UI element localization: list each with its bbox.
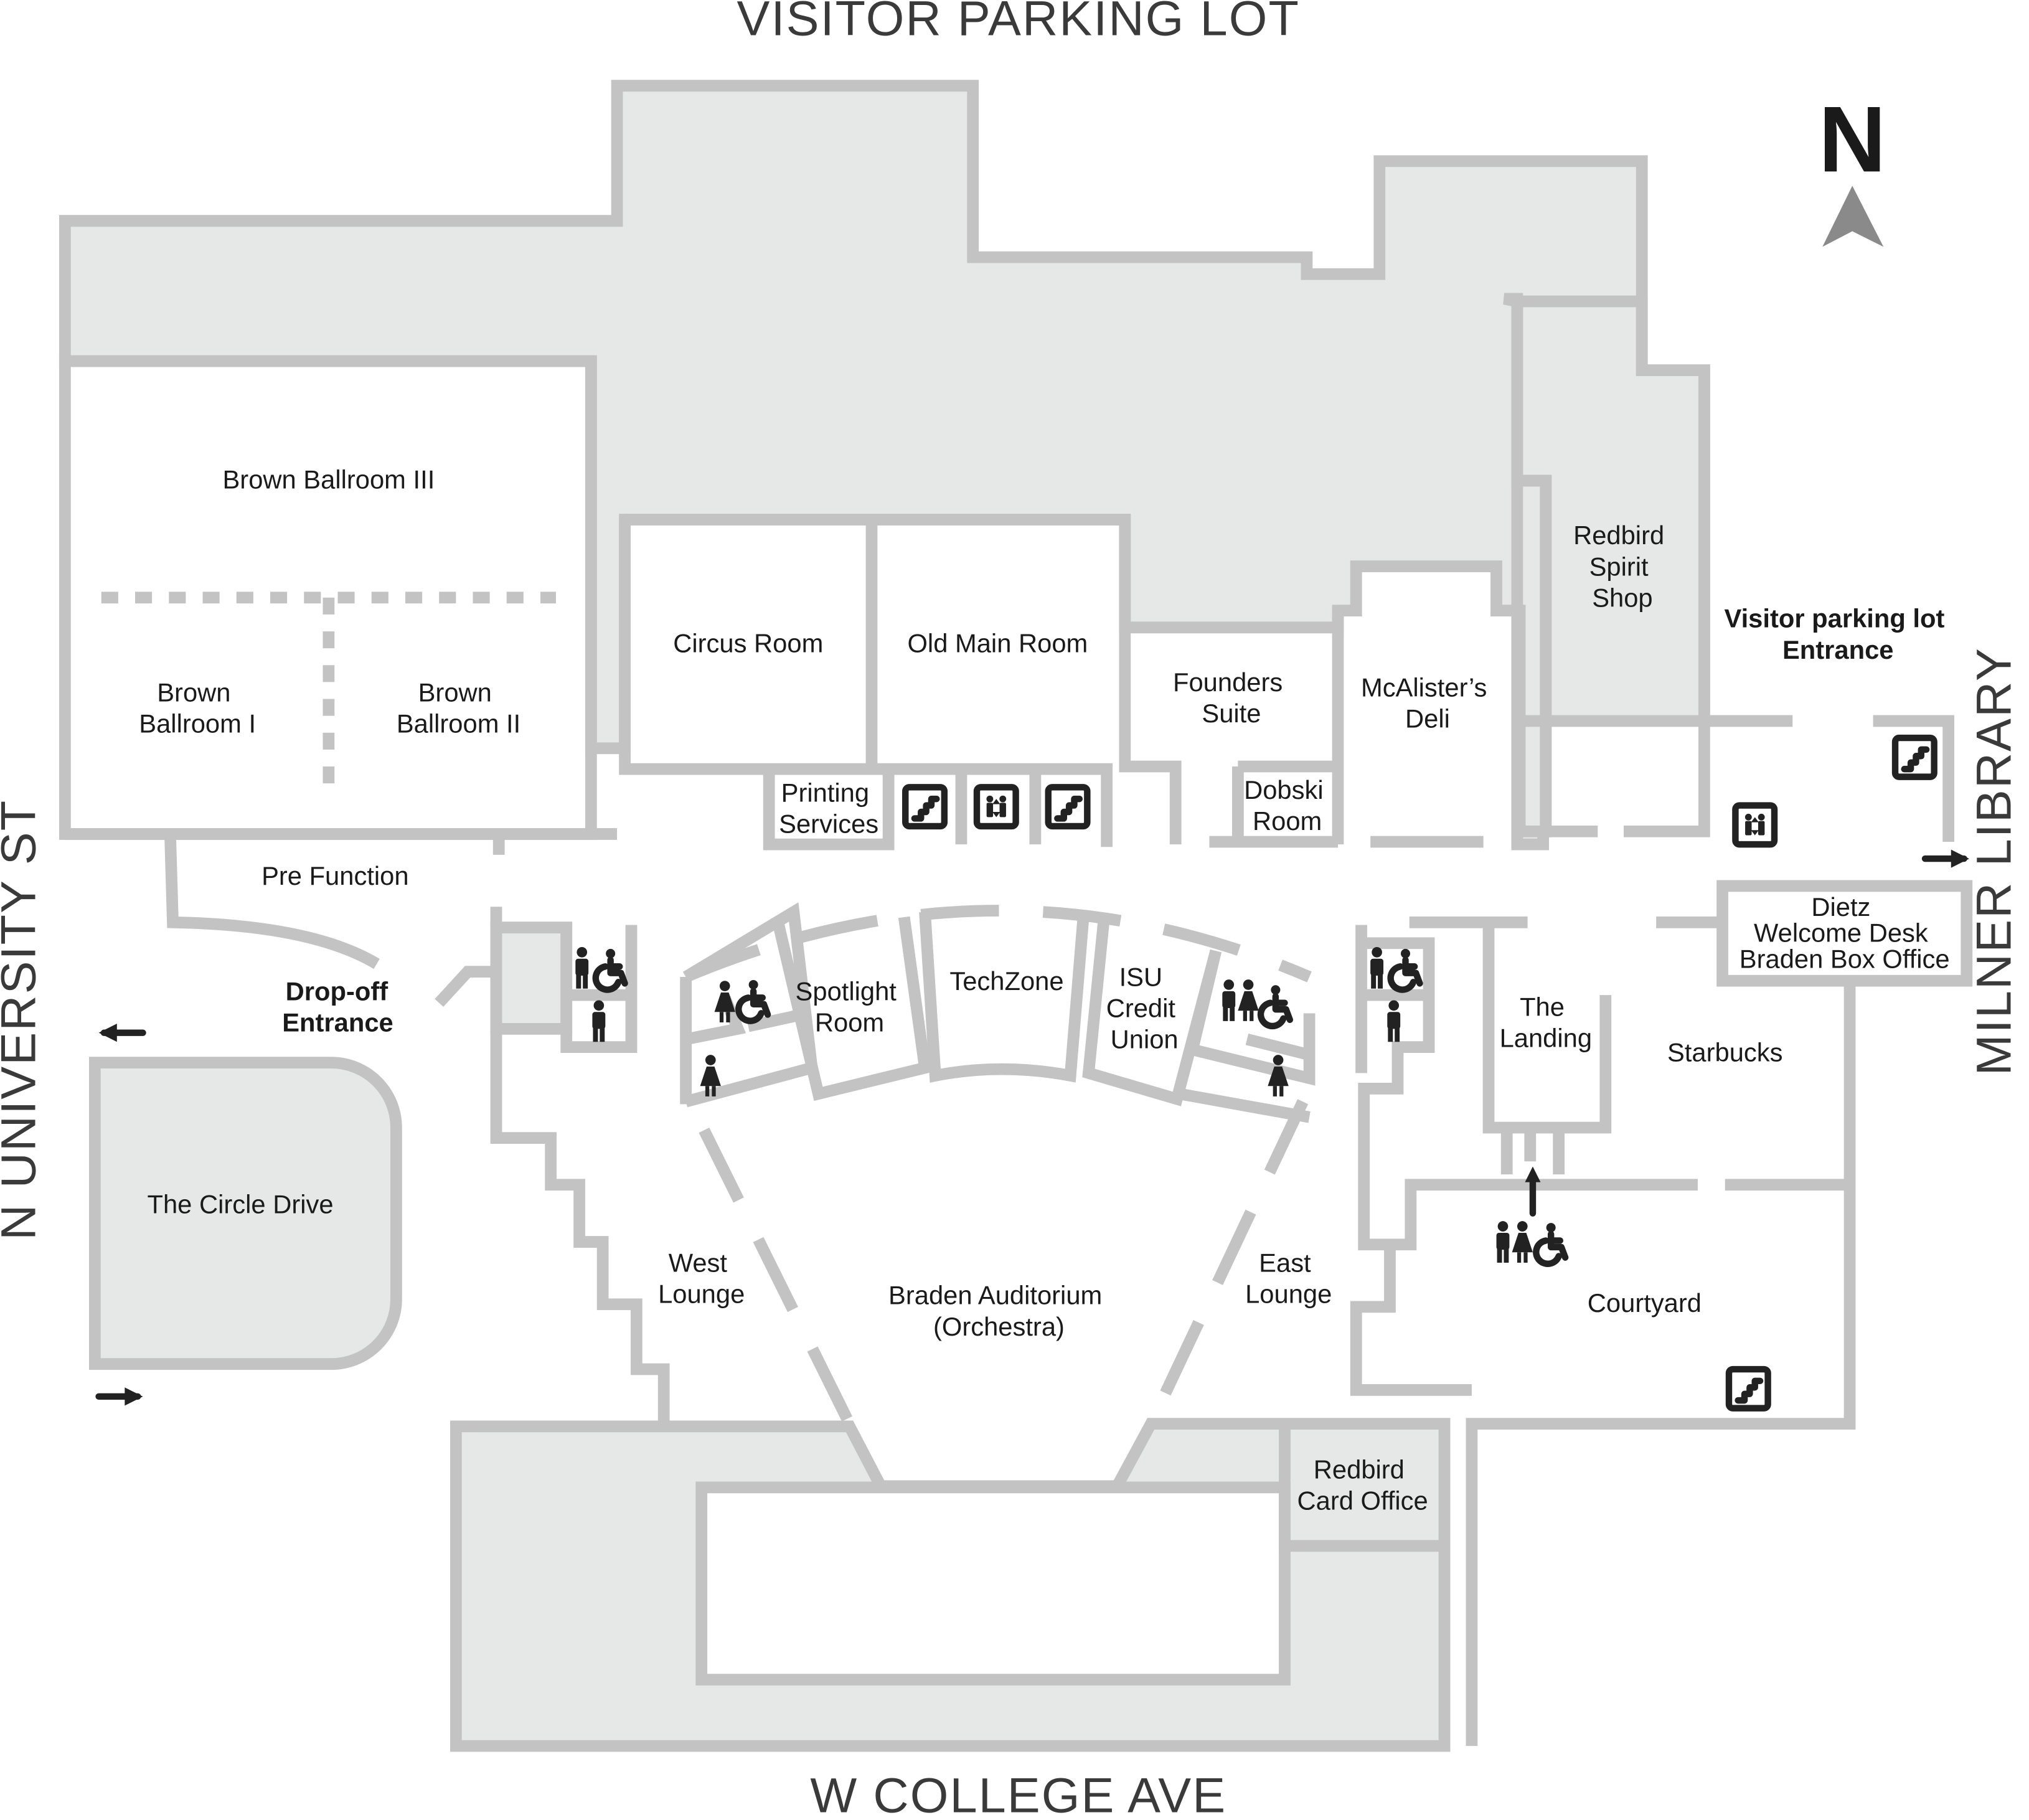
- room-label-old-main-room: Old Main Room: [907, 628, 1088, 658]
- accessible-icon: [596, 949, 625, 990]
- arrow-right-icon: [95, 1387, 143, 1406]
- room-label-brown-ballroom-3: Brown Ballroom III: [222, 464, 435, 494]
- walls-west-wing: [59, 355, 670, 1426]
- walls-central-north: [619, 295, 1710, 851]
- room-label-pre-function: Pre Function: [261, 861, 409, 890]
- accessible-icon: [1391, 949, 1420, 990]
- street-label-north: VISITOR PARKING LOT: [737, 0, 1300, 45]
- walls-east-wing: [1279, 715, 1973, 1747]
- room-label-techzone: TechZone: [949, 966, 1063, 996]
- room-label-west-lounge: West Lounge: [658, 1248, 745, 1309]
- restroom-men-icon: [1370, 946, 1384, 989]
- room-label-brown-ballroom-2: Brown Ballroom II: [397, 678, 520, 738]
- accessible-icon: [1261, 985, 1290, 1026]
- street-label-south: W COLLEGE AVE: [810, 1767, 1226, 1820]
- service-area-south: [450, 1418, 1451, 1752]
- room-label-redbird-card-office: Redbird Card Office: [1297, 1455, 1428, 1515]
- restroom-men-icon: [1387, 1000, 1401, 1042]
- stairs-icon: [905, 787, 944, 826]
- stairs-icon: [1048, 787, 1088, 826]
- storage-area-west: [490, 922, 573, 1035]
- elevator-icon: [977, 787, 1016, 826]
- arrow-left-icon: [98, 1024, 146, 1042]
- restroom-women-icon: [1238, 979, 1259, 1021]
- elevator-icon: [1735, 806, 1774, 845]
- arrow-right-icon: [1921, 849, 1969, 868]
- room-label-the-landing: The Landing: [1500, 993, 1592, 1053]
- room-label-isu-credit-union: ISU Credit Union: [1106, 963, 1183, 1054]
- accessible-icon: [738, 980, 768, 1021]
- room-label-starbucks: Starbucks: [1667, 1038, 1782, 1067]
- compass-label: N: [1819, 87, 1886, 191]
- room-label-circus-room: Circus Room: [673, 628, 823, 658]
- room-label-drop-off-entrance[interactable]: Drop-off Entrance: [282, 977, 395, 1037]
- room-label-founders-suite: Founders Suite: [1173, 667, 1290, 728]
- arrow-up-icon: [1525, 1166, 1541, 1217]
- stairs-icon: [1729, 1369, 1768, 1408]
- room-label-visitor-parking-entrance[interactable]: Visitor parking lot Entrance: [1725, 604, 1952, 664]
- restroom-men-icon: [1222, 979, 1236, 1021]
- north-arrow-icon: [1822, 186, 1884, 247]
- room-label-brown-ballroom-1: Brown Ballroom I: [139, 678, 256, 738]
- restroom-men-icon: [1496, 1221, 1510, 1263]
- room-label-braden-auditorium: Braden Auditorium (Orchestra): [888, 1281, 1109, 1341]
- street-label-east: MILNER LIBRARY: [1966, 647, 2022, 1076]
- room-label-dobski-room: Dobski Room: [1244, 775, 1330, 836]
- room-label-redbird-spirit-shop: Redbird Spirit Shop: [1573, 521, 1672, 612]
- restroom-men-icon: [575, 946, 589, 989]
- room-label-printing-services: Printing Services: [779, 778, 878, 838]
- street-label-west: N UNIVERSITY ST: [0, 799, 45, 1240]
- restroom-women-icon: [1512, 1221, 1533, 1263]
- room-label-circle-drive: The Circle Drive: [148, 1190, 334, 1219]
- stairs-icon: [1895, 738, 1934, 777]
- room-label-dietz-desk: Dietz Welcome Desk Braden Box Office: [1739, 892, 1950, 973]
- restroom-men-icon: [592, 1000, 606, 1042]
- accessible-icon: [1536, 1223, 1565, 1264]
- room-label-courtyard: Courtyard: [1588, 1288, 1702, 1318]
- walls-auditorium: [680, 902, 1316, 1430]
- room-label-mcalisters-deli: McAlister’s Deli: [1361, 672, 1494, 733]
- room-label-spotlight-room: Spotlight Room: [796, 977, 904, 1037]
- room-label-east-lounge: East Lounge: [1245, 1248, 1332, 1309]
- circle-drive-area: [88, 1057, 402, 1370]
